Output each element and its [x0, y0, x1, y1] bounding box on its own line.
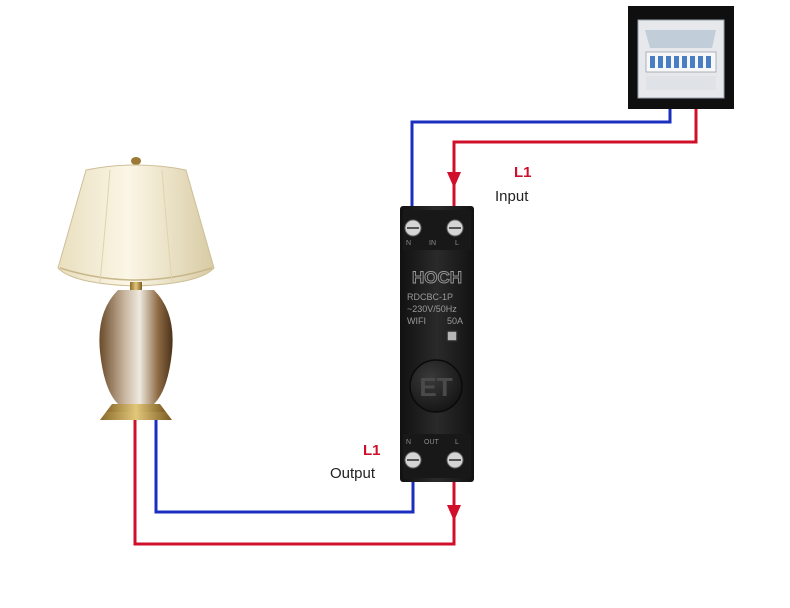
model-label: RDCBC-1P	[407, 292, 453, 302]
top-terminal-l	[446, 219, 464, 237]
input-line-label: L1	[514, 164, 532, 181]
distribution-board-icon	[628, 6, 734, 109]
bottom-terminal-out-label: OUT	[424, 439, 440, 446]
wires	[133, 102, 698, 546]
power-button[interactable]	[409, 359, 463, 413]
wifi-label: WIFI	[407, 316, 426, 326]
smart-breaker: N IN L HOCH RDCBC-1P ~230V/50Hz WIFI 50A…	[400, 206, 474, 482]
table-lamp-icon	[57, 157, 215, 420]
output-line-label: L1	[363, 442, 381, 459]
brand-logo: HOCH	[412, 268, 462, 287]
top-terminal-l-label: L	[455, 240, 459, 247]
bottom-terminal-l	[446, 451, 464, 469]
top-terminal-n-label: N	[406, 240, 411, 247]
neutral-wire-input	[410, 102, 672, 226]
button-mark: ET	[419, 372, 452, 402]
rating-label: ~230V/50Hz	[407, 304, 457, 314]
bottom-terminal-n-label: N	[406, 439, 411, 446]
neutral-wire-output	[154, 420, 415, 514]
qr-code-icon	[446, 330, 458, 342]
current-label: 50A	[447, 316, 463, 326]
output-label: Output	[330, 465, 376, 482]
input-arrow	[447, 172, 461, 188]
bottom-terminal-l-label: L	[455, 439, 459, 446]
output-arrow	[447, 505, 461, 521]
top-terminal-n	[404, 219, 422, 237]
bottom-terminal-n	[404, 451, 422, 469]
input-label: Input	[495, 188, 529, 205]
top-terminal-in-label: IN	[429, 240, 436, 247]
